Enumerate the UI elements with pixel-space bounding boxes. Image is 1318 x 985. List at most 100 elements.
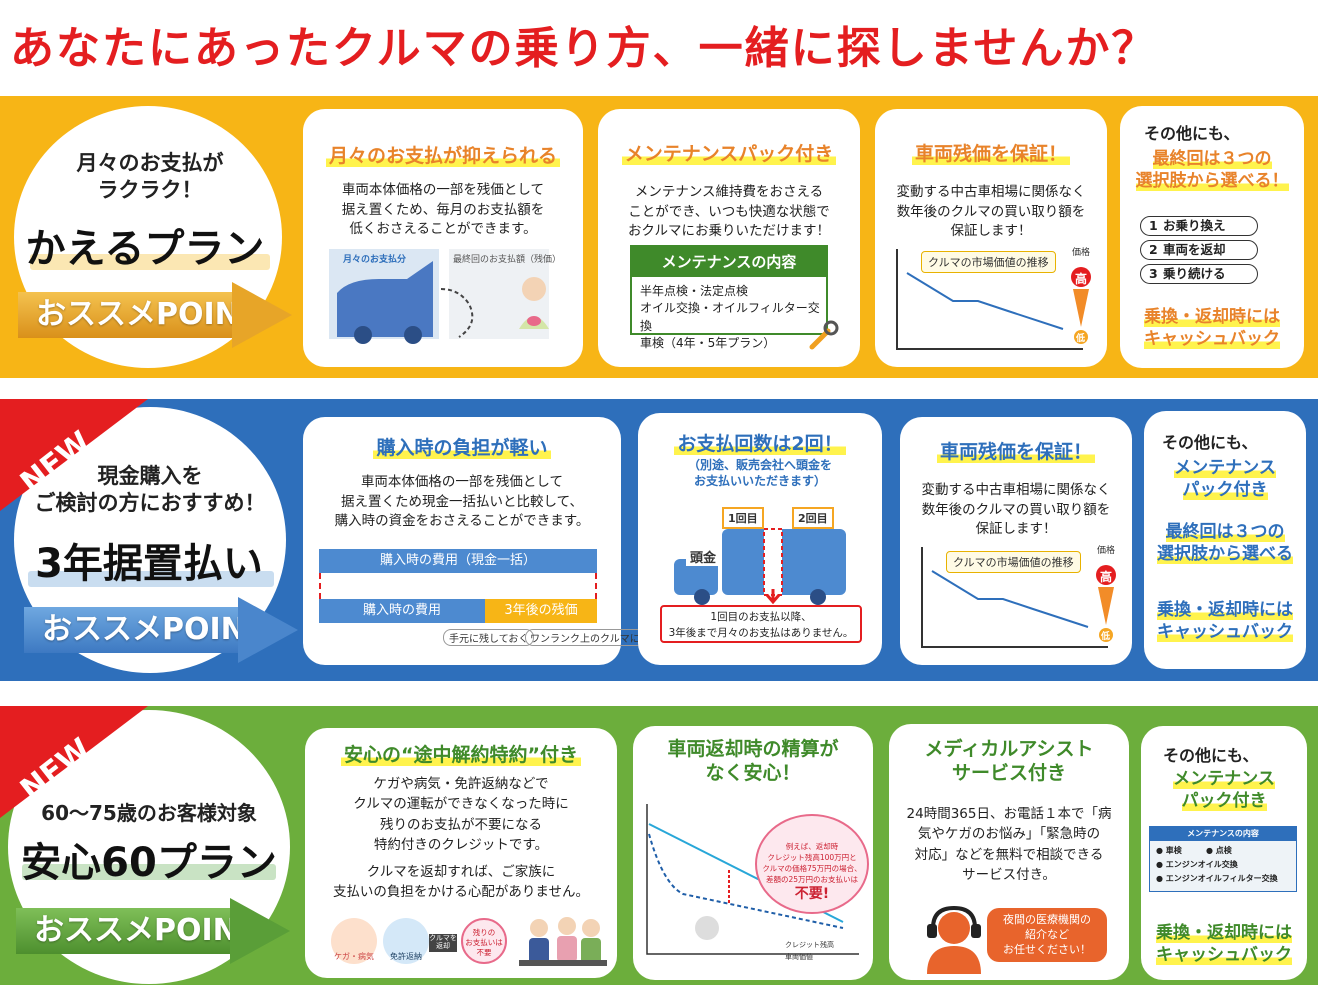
plan3-recommend-arrow: おススメPOINT — [16, 898, 292, 964]
plan1-subtitle: 月々のお支払が ラクラク！ — [76, 151, 224, 203]
maintenance-box-title: メンテナンスの内容 — [632, 247, 826, 277]
card-body: 24時間365日、お電話１本で「病 気やケガのお悩み」「緊急時の 対応」などを無… — [906, 806, 1112, 883]
price-label: 価格 — [1072, 248, 1091, 258]
icon-no-payment: 残りの お支払いは 不要 — [461, 918, 507, 964]
recommend-label: おススメPOINT — [18, 292, 260, 338]
tag-keep: 手元に残しておく — [443, 629, 535, 646]
card-title: 安心の“途中解約特約”付き — [305, 740, 617, 767]
plan2-card-other: その他にも、 メンテナンス パック付き 最終回は３つの 選択肢から選べる 乗換・… — [1144, 411, 1306, 669]
icon-license: 免許返納 — [383, 918, 429, 964]
plan3-card-other: その他にも、 メンテナンス パック付き メンテナンスの内容 ● 車検 ● 点検 … — [1141, 726, 1307, 980]
truck-illustration — [674, 528, 846, 605]
plan3-card-settlement: 車両返却時の精算が なく安心！ 例えば、返却時 クレジット残高100万円と クル… — [633, 726, 873, 980]
plan1-name-highlight — [30, 254, 270, 270]
arrow-head-icon — [230, 898, 290, 964]
down-payment-label: 頭金 — [686, 547, 721, 566]
dashed-guide — [319, 573, 597, 599]
recommend-label: おススメPOINT — [24, 607, 266, 653]
high-label: 高 — [1100, 570, 1113, 584]
callout-strong: 不要! — [794, 886, 830, 902]
other-lead: 最終回は３つの 選択肢から選べる！ — [1135, 149, 1289, 192]
family-illustration — [519, 917, 607, 966]
second-payment-tag: 2回目 — [792, 507, 834, 529]
card-title: 購入時の負担が軽い — [303, 433, 621, 460]
card-body: 変動する中古車相場に関係なく 数年後のクルマの買い取り額を 保証します！ — [896, 184, 1086, 240]
market-value-graph — [896, 249, 1091, 350]
maintenance-box: メンテナンスの内容 半年点検・法定点検 オイル交換・オイルフィルター交換 車検（… — [630, 245, 828, 350]
plan3-card-medical: メディカルアシスト サービス付き 24時間365日、お電話１本で「病 気やケガの… — [889, 724, 1129, 980]
other-head: その他にも、 — [1163, 746, 1259, 765]
new-ribbon — [0, 706, 148, 818]
plan3-section: NEW 60〜75歳のお客様対象 安心60プラン おススメPOINT 安心の“途… — [0, 706, 1318, 985]
plan2-section: NEW 現金購入を ご検討の方におすすめ！ 3年据置払い おススメPOINT 購… — [0, 399, 1318, 681]
bar-full: 購入時の費用（現金一括） — [319, 549, 597, 573]
maintenance-item-shaken: ● 車検 — [1156, 846, 1182, 855]
monthly-payment-label: 月々のお支払分 — [343, 255, 407, 265]
title-bar: あなたにあったクルマの乗り方、一緒に探しませんか？ — [0, 0, 1318, 88]
high-label: 高 — [1075, 272, 1088, 286]
other-foot: 乗換・返却時には キャッシュバック — [1156, 923, 1292, 966]
other-item-maintenance: メンテナンス パック付き — [1173, 769, 1275, 812]
other-item-cashback: 乗換・返却時には キャッシュバック — [1157, 600, 1293, 643]
new-ribbon — [0, 399, 148, 511]
card-body: 車両本体価格の一部を残価として 据え置くため、毎月のお支払額を 低くおさえること… — [341, 182, 545, 238]
maintenance-item-oil: ● エンジンオイル交換 — [1156, 860, 1238, 869]
card-body: 車両本体価格の一部を残価として 据え置くため現金一括払いと比較して、 購入時の資… — [334, 474, 590, 530]
card-title: 車両返却時の精算が なく安心！ — [667, 738, 839, 784]
maintenance-item-tenken: ● 点検 — [1206, 846, 1232, 855]
legend-credit: クレジット残高 — [785, 941, 834, 949]
other-head: その他にも、 — [1144, 124, 1240, 143]
card-body: 変動する中古車相場に関係なく 数年後のクルマの買い取り額を 保証します！ — [921, 482, 1111, 538]
plan1-card-maintenance: メンテナンスパック付き メンテナンス維持費をおさえる ことができ、いつも快適な状… — [598, 109, 860, 367]
wrench-icon — [809, 320, 839, 350]
bar-part: 購入時の費用 — [319, 599, 485, 623]
car-payment-illustration — [329, 249, 549, 344]
card-title: メディカルアシスト サービス付き — [924, 738, 1094, 784]
card-title: メンテナンスパック付き — [598, 139, 860, 166]
first-payment-tag: 1回目 — [722, 507, 764, 529]
plan1-card-residual: 車両残価を保証！ 変動する中古車相場に関係なく 数年後のクルマの買い取り額を 保… — [875, 109, 1107, 367]
footer-box: 1回目のお支払以降、 3年後まで月々のお支払はありません。 — [660, 605, 862, 643]
plan2-card-residual: 車両残価を保証！ 変動する中古車相場に関係なく 数年後のクルマの買い取り額を 保… — [900, 417, 1132, 665]
low-label: 低 — [1101, 632, 1111, 642]
icon-return-car: クルマを 返却 — [429, 934, 457, 952]
legend-vehicle: 車両価値 — [785, 953, 813, 961]
plan2-subtitle: 現金購入を ご検討の方におすすめ！ — [34, 464, 266, 516]
card-note: （別途、販売会社へ頭金を お支払いいただきます） — [687, 458, 832, 489]
maintenance-item-filter: ● エンジンオイルフィルター交換 — [1156, 874, 1278, 883]
graph-label: クルマの市場価値の推移 — [946, 551, 1081, 573]
plan3-name-highlight — [22, 864, 276, 880]
plan2-name: 3年据置払い — [35, 541, 263, 587]
card-title: 車両残価を保証！ — [875, 139, 1107, 166]
final-payment-label: 最終回のお支払額（残価） — [453, 255, 562, 265]
card-body: メンテナンス維持費をおさえる ことができ、いつも快適な状態で おクルマにお乗りい… — [627, 184, 831, 240]
market-value-graph — [921, 547, 1116, 648]
other-item-final: 最終回は３つの 選択肢から選べる — [1157, 522, 1293, 565]
maintenance-box-items: 半年点検・法定点検 オイル交換・オイルフィルター交換 車検（4年・5年プラン） — [640, 284, 820, 351]
callout-bubble: 例えば、返却時 クレジット残高100万円と クルマの価格75万円の場合、 差額の… — [755, 814, 869, 914]
plan3-subtitle: 60〜75歳のお客様対象 — [41, 801, 257, 825]
plan1-recommend-arrow: おススメPOINT — [18, 282, 294, 348]
tag-upgrade: ワンランク上のクルマに — [525, 629, 645, 646]
maintenance-box: メンテナンスの内容 ● 車検 ● 点検 ● エンジンオイル交換 ● エンジンオイ… — [1149, 826, 1297, 892]
plan2-card-twice: お支払回数は2回！ （別途、販売会社へ頭金を お支払いいただきます） 1回目 2… — [638, 413, 882, 665]
low-label: 低 — [1076, 334, 1086, 344]
recommend-label: おススメPOINT — [16, 908, 258, 954]
page-title: あなたにあったクルマの乗り方、一緒に探しませんか？ — [10, 23, 1158, 74]
other-item-maintenance: メンテナンス パック付き — [1174, 458, 1276, 501]
card-title: 月々のお支払が抑えられる — [303, 141, 583, 168]
card-title: お支払回数は2回！ — [638, 429, 882, 456]
plan1-card-payment: 月々のお支払が抑えられる 車両本体価格の一部を残価として 据え置くため、毎月のお… — [303, 109, 583, 367]
arrow-head-icon — [238, 597, 298, 663]
icon-injury: ケガ・病気 — [331, 918, 377, 964]
plan3-card-cancel: 安心の“途中解約特約”付き ケガや病気・免許返納などで クルマの運転ができなくな… — [305, 728, 617, 978]
plan2-recommend-arrow: おススメPOINT — [24, 597, 300, 663]
other-foot: 乗換・返却時には キャッシュバック — [1144, 307, 1280, 350]
medical-bubble: 夜間の医療機関の 紹介など お任せください！ — [987, 908, 1107, 962]
plan2-name-highlight — [28, 571, 274, 587]
graph-label: クルマの市場価値の推移 — [921, 251, 1056, 273]
